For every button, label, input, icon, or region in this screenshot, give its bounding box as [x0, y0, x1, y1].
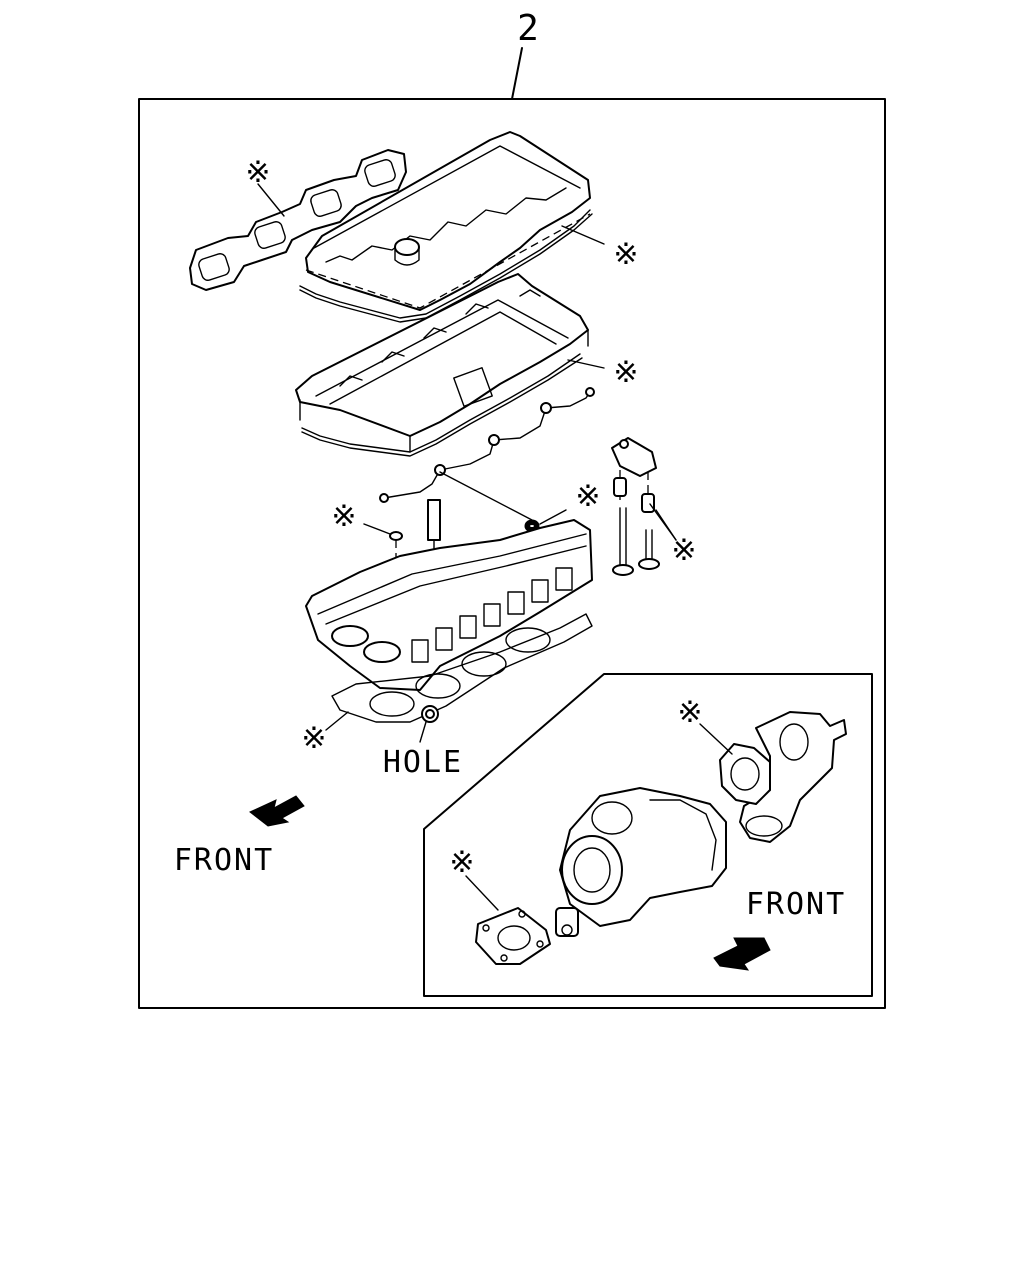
- kit-mark-turbo-outlet: ※: [677, 695, 702, 730]
- front-label-main: FRONT: [174, 843, 274, 878]
- front-label-inset: FRONT: [746, 887, 846, 922]
- valve-train: [611, 437, 677, 576]
- hole-label: HOLE: [383, 745, 463, 780]
- cylinder-head-cover: [305, 131, 591, 311]
- cam-carrier-gasket: [301, 353, 605, 457]
- kit-mark-glow-plug: ※: [331, 499, 356, 534]
- turbo-inset-frame: [423, 673, 873, 997]
- kit-mark-head-gasket: ※: [301, 721, 326, 756]
- turbocharger: [555, 787, 727, 937]
- kit-mark-turbo-inlet: ※: [449, 845, 474, 880]
- cam-carrier: [295, 273, 589, 453]
- callout-leader: [511, 47, 523, 100]
- kit-mark-injector-seal: ※: [575, 479, 600, 514]
- kit-mark-valve-seal: ※: [671, 533, 696, 568]
- front-arrow-main: [249, 795, 305, 827]
- turbo-inlet-gasket: [465, 875, 551, 965]
- diagram-frame: [138, 98, 886, 1009]
- kit-mark-manifold: ※: [245, 155, 270, 190]
- fuel-injection-lines: [379, 387, 595, 521]
- kit-mark-cover-gasket: ※: [613, 237, 638, 272]
- front-arrow-inset: [713, 937, 771, 971]
- kit-mark-carrier-gasket: ※: [613, 355, 638, 390]
- callout-number: 2: [517, 8, 539, 49]
- cylinder-head-gasket: [325, 613, 593, 743]
- exhaust-manifold-gasket: [189, 149, 407, 291]
- turbo-outlet-gasket: [699, 723, 771, 805]
- cylinder-head: [305, 519, 593, 691]
